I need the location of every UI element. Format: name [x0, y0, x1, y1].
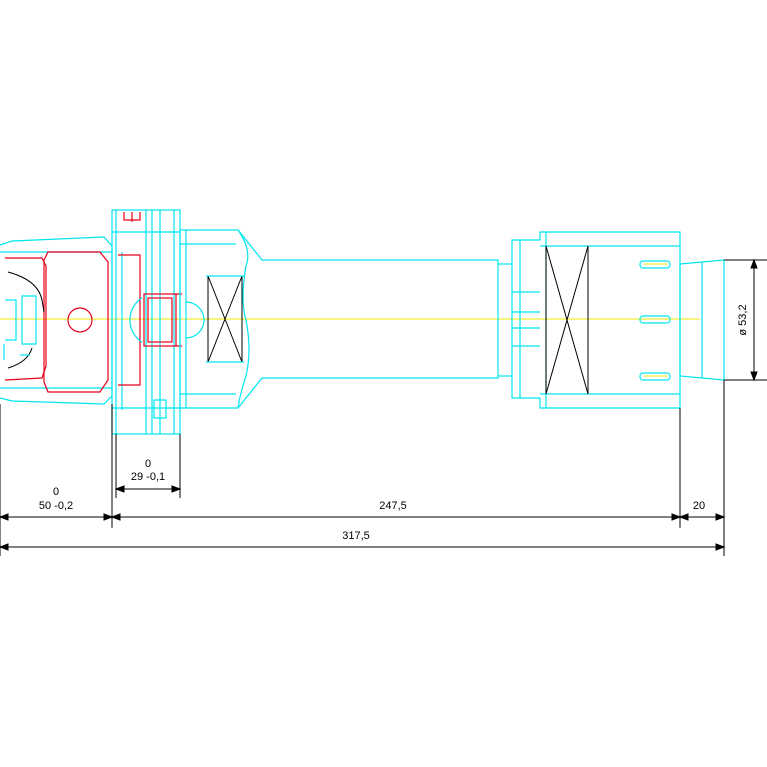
flange-length-label: 29 -0,1 [131, 471, 165, 483]
nose-length-label: 20 [693, 500, 705, 512]
dimension-lines [0, 258, 758, 551]
shank-section-body [43, 251, 109, 393]
wrench-flat-mark-2 [545, 245, 589, 395]
taper-shank [0, 236, 113, 405]
flange-section [118, 254, 141, 386]
flange-collar [111, 209, 205, 435]
drawbar-thread [143, 293, 177, 347]
extension-body [179, 229, 512, 409]
coolant-bore [67, 307, 93, 333]
shank-section-left [4, 257, 47, 381]
extension-lines [0, 259, 767, 556]
flange-tolerance-upper: 0 [145, 458, 151, 470]
body-length-label: 247,5 [379, 500, 407, 512]
wrench-flat-mark-1 [207, 275, 243, 363]
gauge-tolerance-upper: 0 [53, 486, 59, 498]
overall-length-label: 317,5 [342, 530, 370, 542]
nose [679, 259, 725, 381]
gauge-length-label: 50 -0,2 [39, 500, 73, 512]
clamping-nut [511, 231, 681, 409]
nose-diameter-label: ø 53,2 [737, 304, 749, 335]
